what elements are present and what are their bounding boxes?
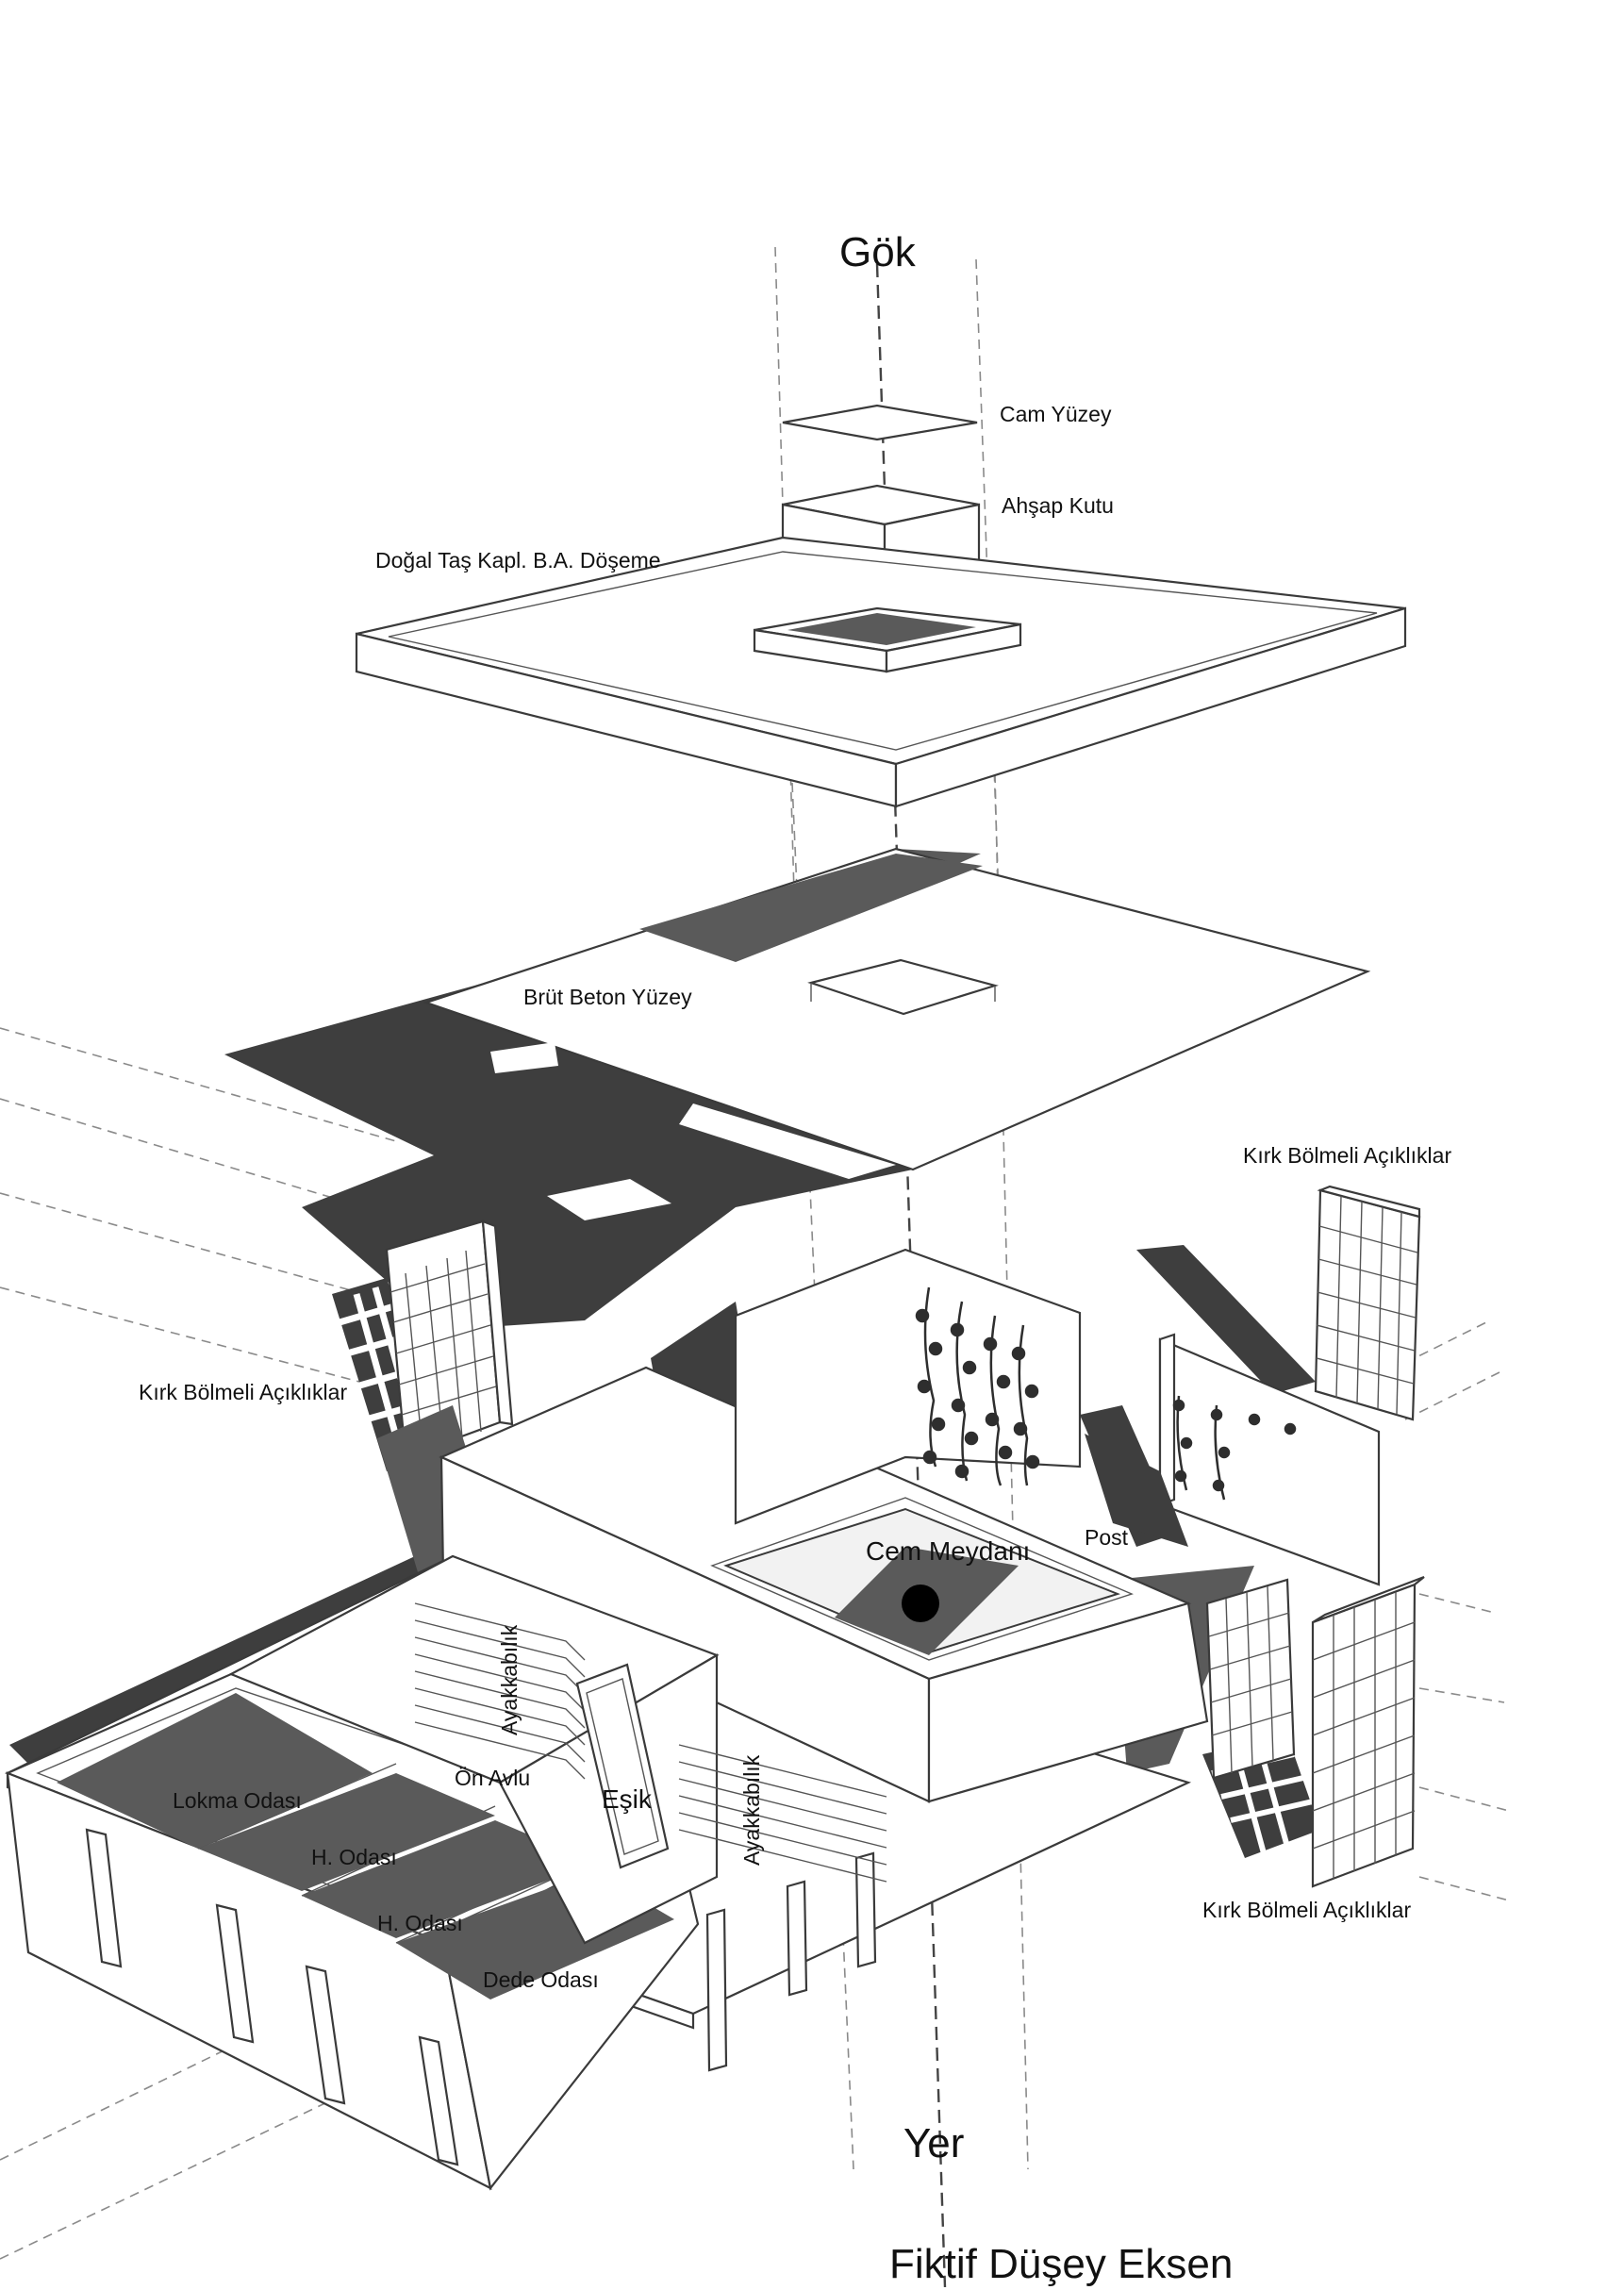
label-glass-surface: Cam Yüzey [1000, 402, 1112, 426]
label-stone-slab: Doğal Taş Kapl. B.A. Döşeme [375, 548, 661, 572]
building [5, 1248, 1425, 2191]
label-lokma-room: Lokma Odası [173, 1788, 302, 1813]
glass-surface [782, 404, 978, 441]
shoe-rack-1 [414, 1602, 586, 1780]
labels: Gök Cam Yüzey Ahşap Kutu Doğal Taş Kapl.… [139, 229, 1451, 2287]
label-shoe-rack-1: Ayakkabılık [497, 1624, 522, 1735]
right-top-openings [1136, 1185, 1421, 1421]
label-openings-left: Kırk Bölmeli Açıklıklar [139, 1380, 347, 1404]
shoe-rack-2 [678, 1744, 887, 1883]
label-wooden-box: Ahşap Kutu [1002, 493, 1114, 518]
label-shoe-rack-2: Ayakkabılık [739, 1754, 764, 1866]
label-dede-room: Dede Odası [483, 1967, 599, 1992]
label-openings-right-bottom: Kırk Bölmeli Açıklıklar [1202, 1898, 1411, 1922]
label-cem-square: Cem Meydanı [866, 1536, 1030, 1566]
concrete-surface [224, 847, 1371, 1330]
label-axis: Fiktif Düşey Eksen [889, 2241, 1233, 2287]
label-sky: Gök [839, 229, 917, 275]
label-h-room-2: H. Odası [377, 1911, 463, 1935]
label-ground: Yer [903, 2120, 964, 2166]
label-front-yard: Ön Avlu [455, 1766, 530, 1790]
vine-plants [915, 1286, 1297, 1501]
label-post: Post [1085, 1525, 1129, 1550]
stone-slab [355, 536, 1407, 808]
label-openings-right-top: Kırk Bölmeli Açıklıklar [1243, 1143, 1451, 1168]
window-slits [85, 1828, 877, 2166]
label-concrete-surface: Brüt Beton Yüzey [523, 985, 692, 1009]
label-threshold: Eşik [602, 1784, 653, 1814]
label-h-room-1: H. Odası [311, 1845, 397, 1869]
